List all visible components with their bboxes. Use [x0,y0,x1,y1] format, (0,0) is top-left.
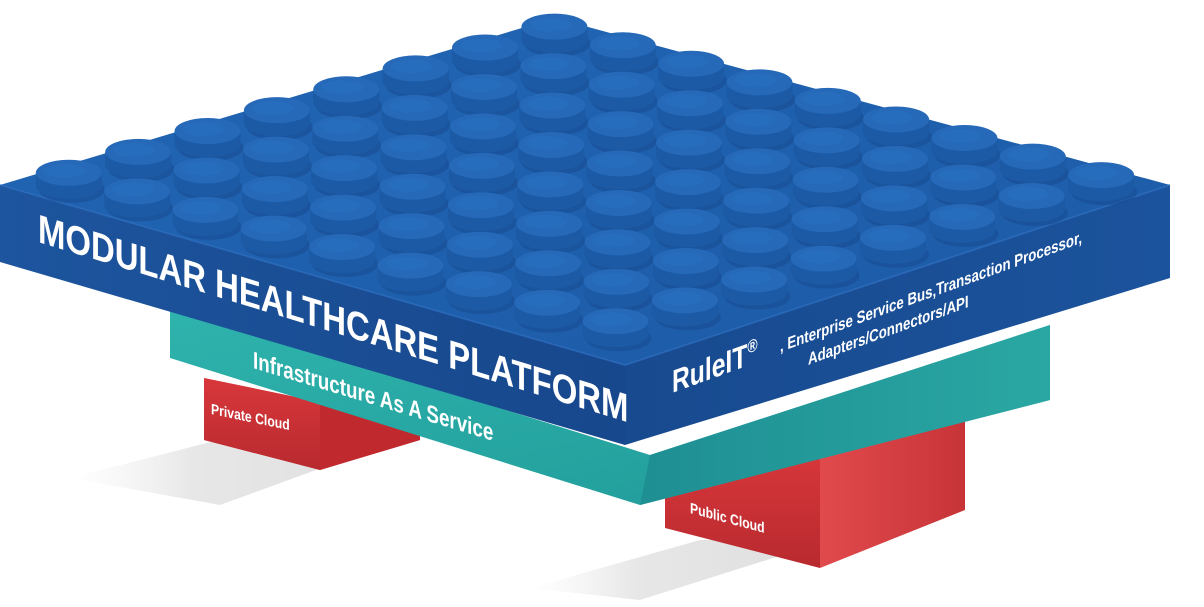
stud [652,247,722,291]
stud [516,210,586,254]
platform-studs [35,13,1138,352]
stud [725,108,795,152]
stud [447,192,517,236]
stud [173,157,243,201]
stud [1068,162,1138,206]
stud [518,131,588,175]
stud [582,308,652,352]
stud [377,252,447,296]
stud [309,234,379,278]
stud [446,231,516,275]
stud [241,176,311,220]
stud [382,55,452,99]
stud [930,164,1000,208]
stud [586,150,656,194]
stud [585,189,655,233]
stud [998,183,1068,227]
stud [588,71,658,115]
stud [790,245,860,289]
stud [520,53,590,97]
public-cloud-shadow [530,540,830,600]
stud [104,178,174,222]
stud [451,73,521,117]
stud [722,227,792,271]
stud [863,106,933,150]
stud [653,208,723,252]
stud [380,134,450,178]
stud [929,203,999,247]
platform-side-face [625,185,1170,445]
stud [105,138,175,182]
stud [452,34,522,78]
stud [657,90,727,134]
stud [792,166,862,210]
stud [521,13,591,57]
platform-front-face [0,185,625,445]
stud [172,196,242,240]
stud [656,129,726,173]
stud [445,271,515,315]
stud [793,127,863,171]
stud [240,215,310,259]
stud [514,289,584,333]
stud [587,111,657,155]
stud [311,155,381,199]
stud [517,171,587,215]
stud [312,115,382,159]
stud [726,69,796,113]
stud [378,213,448,257]
stud [313,76,383,120]
stud [310,194,380,238]
stud [449,113,519,157]
stud [519,92,589,136]
stud [658,50,728,94]
stud [794,87,864,131]
stud [859,224,929,268]
stud [448,152,518,196]
stud [721,266,791,310]
stud [861,185,931,229]
stud [583,268,653,312]
stud [862,145,932,189]
stud [724,148,794,192]
stud [243,97,313,141]
stud [584,229,654,273]
stud [791,206,861,250]
stud [651,287,721,331]
stud [515,250,585,294]
stud [242,136,312,180]
stud [379,173,449,217]
registered-mark: ® [747,335,757,358]
stud [723,187,793,231]
stud [654,169,724,213]
infrastructure-slab [170,305,1050,505]
stud [589,32,659,76]
stud [381,94,451,138]
stud [999,143,1069,187]
stud [931,125,1001,169]
stud [35,159,105,203]
stud [174,118,244,162]
